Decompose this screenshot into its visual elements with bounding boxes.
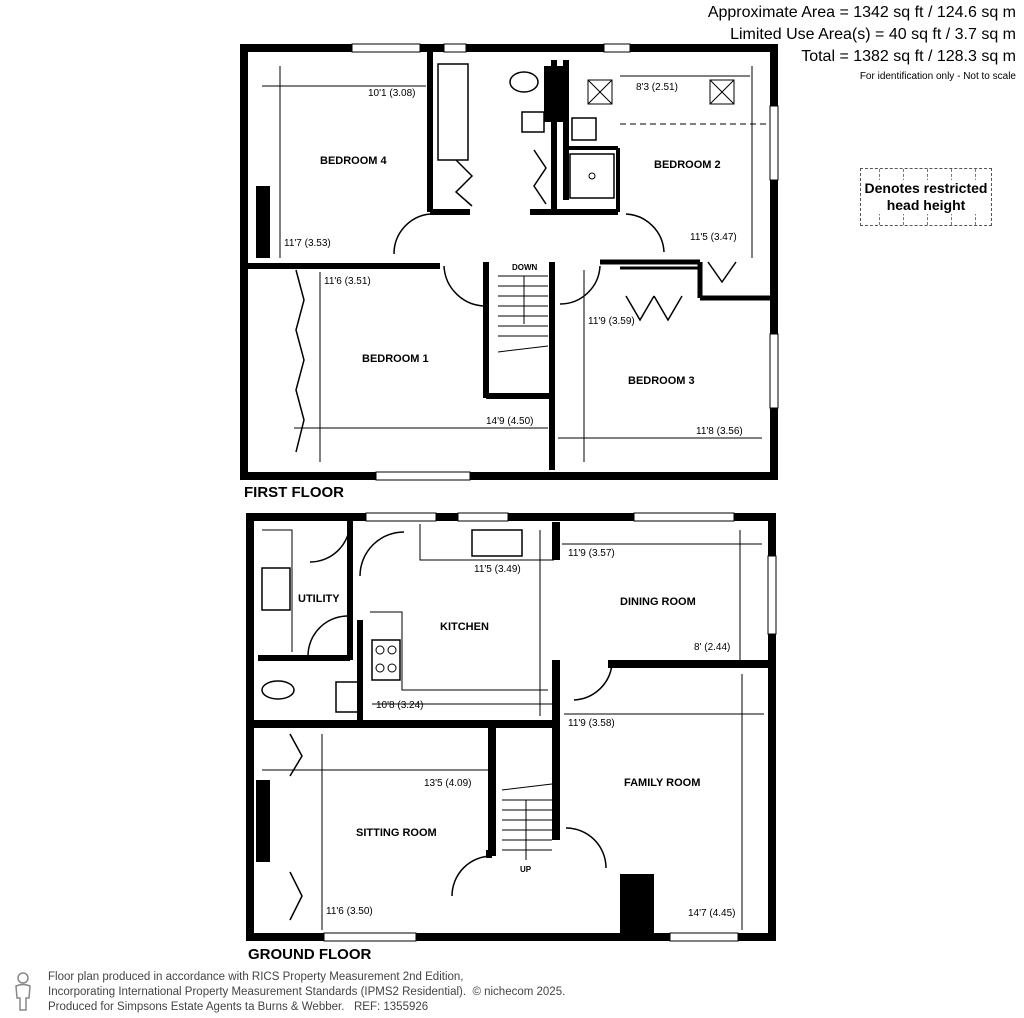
footer-line-3: Produced for Simpsons Estate Agents ta B…	[48, 1000, 565, 1015]
ground-floor-walls	[246, 512, 777, 942]
first-floor-walls	[240, 43, 779, 481]
dim-dining-height: 8' (2.44)	[694, 642, 730, 653]
legend-line-2: head height	[886, 197, 966, 213]
total-area: Total = 1382 sq ft / 128.3 sq m	[801, 48, 1016, 65]
footer-produced-for: Produced for Simpsons Estate Agents ta B…	[48, 1001, 345, 1013]
footer-line-1: Floor plan produced in accordance with R…	[48, 971, 464, 983]
legend-line-1: Denotes restricted	[864, 180, 988, 196]
dim-bedroom4-height: 11'7 (3.53)	[284, 238, 331, 249]
ground-floor-label: GROUND FLOOR	[248, 946, 372, 963]
dim-kitchen-height: 10'8 (3.24)	[376, 700, 424, 711]
area-summary: Approximate Area = 1342 sq ft / 124.6 sq…	[708, 2, 1016, 85]
dim-family-width: 11'9 (3.58)	[568, 718, 615, 729]
footer-line-2: Incorporating International Property Mea…	[48, 985, 565, 1000]
room-kitchen: KITCHEN	[440, 621, 489, 633]
footer-ipms: Incorporating International Property Mea…	[48, 986, 467, 998]
room-bedroom-3: BEDROOM 3	[628, 375, 695, 387]
room-dining: DINING ROOM	[620, 596, 696, 608]
dim-bedroom3-height: 11'9 (3.59)	[588, 316, 635, 327]
restricted-height-legend: Denotes restricted head height	[860, 168, 992, 226]
dim-bedroom2-width: 8'3 (2.51)	[636, 82, 678, 93]
dim-sitting-width: 13'5 (4.09)	[424, 778, 472, 789]
footer-ref: REF: 1355926	[354, 1001, 429, 1013]
room-sitting: SITTING ROOM	[356, 827, 437, 839]
dim-bedroom1-height: 11'6 (3.51)	[324, 276, 371, 287]
dim-kitchen-width: 11'5 (3.49)	[474, 564, 521, 575]
room-utility: UTILITY	[298, 593, 340, 605]
stairs-down-label: DOWN	[512, 263, 538, 272]
dim-sitting-height: 11'6 (3.50)	[326, 906, 373, 917]
scale-note: For identification only - Not to scale	[859, 71, 1016, 82]
footer-copyright: © nichecom 2025.	[472, 986, 566, 998]
dim-bedroom4-width: 10'1 (3.08)	[368, 88, 416, 99]
dim-bedroom2-height: 11'5 (3.47)	[690, 232, 737, 243]
room-bedroom-1: BEDROOM 1	[362, 353, 429, 365]
stairs-up-label: UP	[520, 865, 532, 874]
first-floor-label: FIRST FLOOR	[244, 484, 344, 501]
room-family: FAMILY ROOM	[624, 777, 700, 789]
approximate-area: Approximate Area = 1342 sq ft / 124.6 sq…	[707, 4, 1016, 21]
footer-note: Floor plan produced in accordance with R…	[48, 970, 565, 1015]
dim-bedroom1-width: 14'9 (4.50)	[486, 416, 534, 427]
dim-family-height: 14'7 (4.45)	[688, 908, 736, 919]
limited-use-area: Limited Use Area(s) = 40 sq ft / 3.7 sq …	[730, 26, 1016, 43]
person-scale-icon	[15, 972, 31, 1011]
dim-dining-width: 11'9 (3.57)	[568, 548, 615, 559]
room-bedroom-2: BEDROOM 2	[654, 159, 721, 171]
dim-bedroom3-width: 11'8 (3.56)	[696, 426, 743, 437]
room-bedroom-4: BEDROOM 4	[320, 155, 388, 167]
